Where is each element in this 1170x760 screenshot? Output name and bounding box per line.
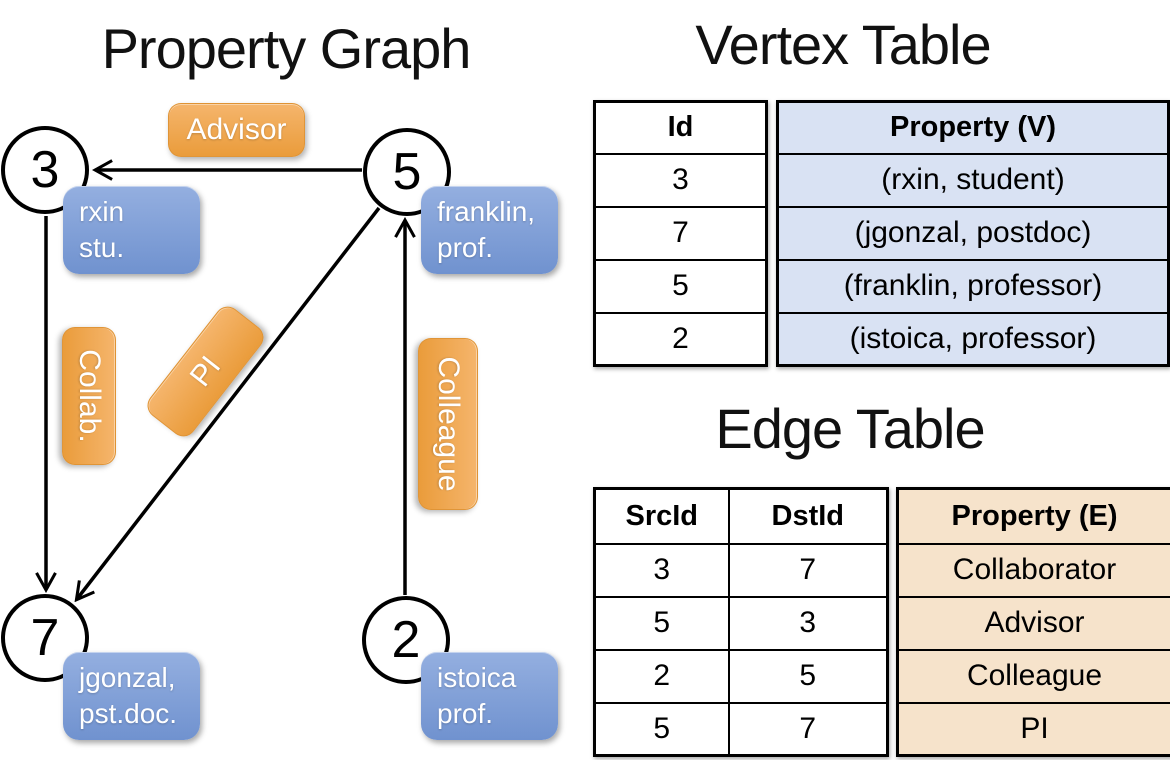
table-row: 7 — [593, 205, 768, 261]
edge-label-collab: Collab. — [62, 327, 116, 465]
vertex-property-column: Property (V) (rxin, student) (jgonzal, p… — [776, 100, 1170, 367]
vertex-id-cell: 2 — [593, 311, 768, 367]
node-id-label: 7 — [30, 609, 60, 667]
node-id-label: 2 — [391, 611, 421, 669]
callout-line: prof. — [437, 698, 494, 729]
edge-srcid-cell: 3 — [593, 542, 730, 598]
edge-srcid-cell: 5 — [593, 595, 730, 651]
edge-src-dst-columns: SrcId DstId 3 7 5 3 2 5 5 7 — [593, 487, 889, 757]
edge-dstid-header: DstId — [727, 487, 889, 545]
table-row: (jgonzal, postdoc) — [776, 205, 1170, 261]
edge-property-cell: PI — [896, 701, 1170, 757]
vertex-property-cell: (franklin, professor) — [776, 258, 1170, 314]
edge-srcid-cell: 2 — [593, 648, 730, 704]
edge-property-cell: Colleague — [896, 648, 1170, 704]
vertex-table: Id 3 7 5 2 Property (V) (rxin, student) … — [593, 100, 1170, 367]
vertex-property-header: Property (V) — [776, 100, 1170, 155]
node-id-label: 3 — [30, 141, 60, 199]
table-row: 3 — [593, 152, 768, 208]
callout-line: jgonzal, — [79, 662, 176, 693]
graph-node-5: 5 — [363, 128, 451, 216]
table-row: Collaborator — [896, 542, 1170, 598]
callout-line: pst.doc. — [79, 698, 178, 729]
graph-node-3: 3 — [1, 126, 89, 214]
edge-table-title: Edge Table — [715, 397, 985, 460]
table-row: 3 7 — [593, 542, 889, 598]
edge-property-cell: Advisor — [896, 595, 1170, 651]
vertex-id-column: Id 3 7 5 2 — [593, 100, 768, 367]
node-property-callout-rxin: rxin stu. — [63, 186, 200, 274]
edge-dstid-cell: 3 — [727, 595, 889, 651]
edge-dstid-cell: 7 — [727, 542, 889, 598]
table-row: Advisor — [896, 595, 1170, 651]
edge-srcid-cell: 5 — [593, 701, 730, 757]
node-id-label: 5 — [392, 143, 422, 201]
table-row: 5 — [593, 258, 768, 314]
vertex-property-cell: (istoica, professor) — [776, 311, 1170, 367]
vertex-property-cell: (rxin, student) — [776, 152, 1170, 208]
edge-label-colleague: Colleague — [418, 338, 478, 510]
callout-line: stu. — [79, 232, 125, 263]
node-property-callout-istoica: istoica prof. — [421, 652, 558, 740]
table-row: 5 3 — [593, 595, 889, 651]
edge-table: SrcId DstId 3 7 5 3 2 5 5 7 Property (E)… — [593, 487, 1170, 757]
table-row: 2 — [593, 311, 768, 367]
property-graph-title: Property Graph — [101, 17, 472, 80]
table-row: PI — [896, 701, 1170, 757]
table-row: 2 5 — [593, 648, 889, 704]
vertex-id-cell: 5 — [593, 258, 768, 314]
vertex-property-cell: (jgonzal, postdoc) — [776, 205, 1170, 261]
edge-property-column: Property (E) Collaborator Advisor Collea… — [896, 487, 1170, 757]
edge-property-header: Property (E) — [896, 487, 1170, 545]
table-row: (rxin, student) — [776, 152, 1170, 208]
table-row: (istoica, professor) — [776, 311, 1170, 367]
node-property-callout-franklin: franklin, prof. — [421, 186, 558, 274]
vertex-id-header: Id — [593, 100, 768, 155]
edge-property-cell: Collaborator — [896, 542, 1170, 598]
table-row: 5 7 — [593, 701, 889, 757]
edge-dstid-cell: 5 — [727, 648, 889, 704]
vertex-table-title: Vertex Table — [695, 13, 991, 76]
vertex-id-cell: 7 — [593, 205, 768, 261]
edge-label-advisor: Advisor — [168, 103, 305, 157]
table-row: Colleague — [896, 648, 1170, 704]
edge-dstid-cell: 7 — [727, 701, 889, 757]
edge-label-pi: PI — [142, 301, 269, 442]
node-property-callout-jgonzal: jgonzal, pst.doc. — [63, 652, 200, 740]
edge-srcid-header: SrcId — [593, 487, 730, 545]
callout-line: prof. — [437, 232, 494, 263]
table-row: (franklin, professor) — [776, 258, 1170, 314]
callout-line: franklin, — [437, 196, 536, 227]
callout-line: rxin — [79, 196, 125, 227]
vertex-id-cell: 3 — [593, 152, 768, 208]
callout-line: istoica — [437, 662, 517, 693]
